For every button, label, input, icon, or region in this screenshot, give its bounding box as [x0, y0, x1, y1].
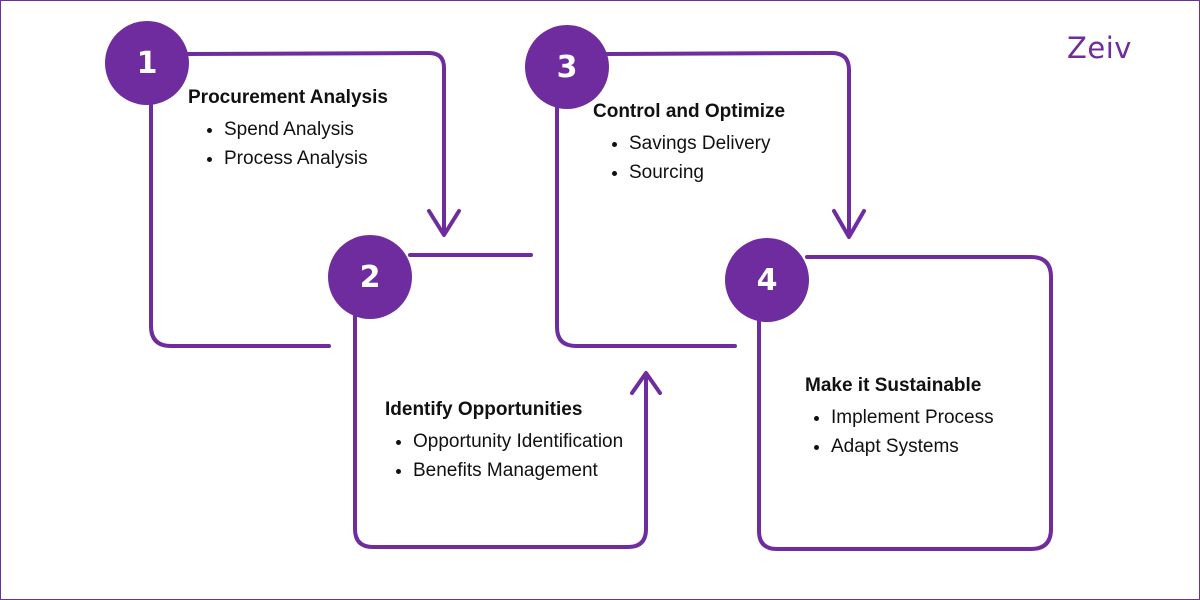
step-2-item: Opportunity Identification: [413, 427, 623, 456]
step-4-title: Make it Sustainable: [805, 375, 982, 396]
step-2-content: Identify Opportunities Opportunity Ident…: [385, 399, 623, 485]
step-1-list: Spend Analysis Process Analysis: [188, 115, 388, 173]
connector-1-to-2: [149, 95, 331, 348]
zeiv-logo: Zeiv: [1067, 31, 1132, 65]
step-4-content: Make it Sustainable Implement Process Ad…: [805, 375, 994, 461]
arrow-head-1: [427, 209, 461, 237]
step-3-item: Savings Delivery: [629, 129, 785, 158]
step-3-item: Sourcing: [629, 158, 785, 187]
step-4-box: [757, 255, 1053, 551]
step-1-item: Spend Analysis: [224, 115, 388, 144]
step-2-item: Benefits Management: [413, 456, 623, 485]
arrow-head-2: [630, 371, 662, 395]
connector-3-arrow-line: [605, 51, 851, 237]
connector-3-loop: [555, 95, 737, 348]
step-3-content: Control and Optimize Savings Delivery So…: [593, 101, 785, 187]
step-1-title: Procurement Analysis: [188, 87, 388, 108]
step-4-list: Implement Process Adapt Systems: [805, 403, 994, 461]
step-1-badge: 1: [105, 21, 189, 105]
arrow-head-3: [832, 209, 866, 239]
step-1-item: Process Analysis: [224, 144, 388, 173]
step-1-content: Procurement Analysis Spend Analysis Proc…: [188, 87, 388, 173]
step-4-item: Adapt Systems: [831, 432, 994, 461]
connector-1-arrow-line: [185, 51, 446, 235]
step-3-title: Control and Optimize: [593, 101, 786, 122]
step-2-title: Identify Opportunities: [385, 399, 583, 420]
step-3-list: Savings Delivery Sourcing: [593, 129, 785, 187]
step-2-badge: 2: [328, 235, 412, 319]
step-3-badge: 3: [525, 25, 609, 109]
step-2-list: Opportunity Identification Benefits Mana…: [385, 427, 623, 485]
step-4-badge: 4: [725, 238, 809, 322]
connector-2-loop: [353, 314, 648, 549]
step-4-item: Implement Process: [831, 403, 994, 432]
